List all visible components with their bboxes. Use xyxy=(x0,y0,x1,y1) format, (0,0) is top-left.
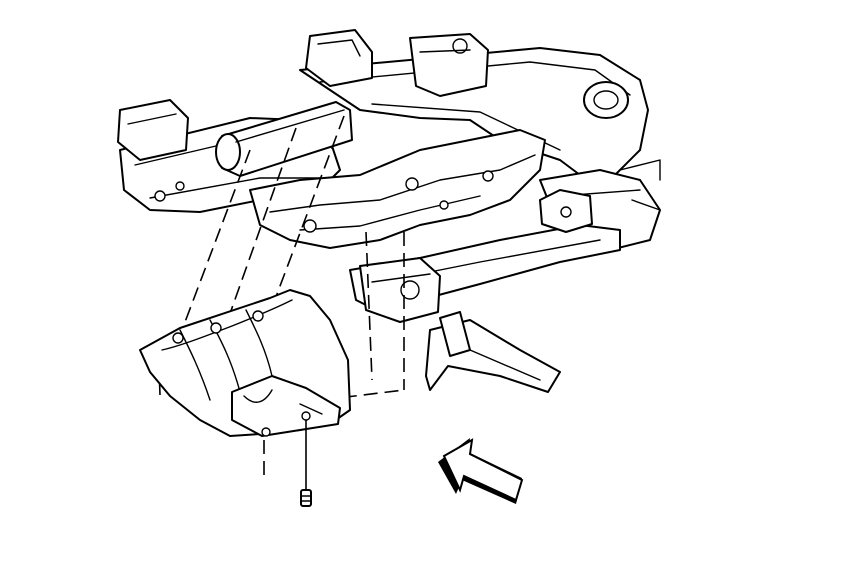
view-direction-arrow-icon xyxy=(438,438,524,504)
vehicle-frame xyxy=(117,29,661,393)
bolt xyxy=(300,420,312,507)
skid-plate-shield xyxy=(139,289,351,437)
